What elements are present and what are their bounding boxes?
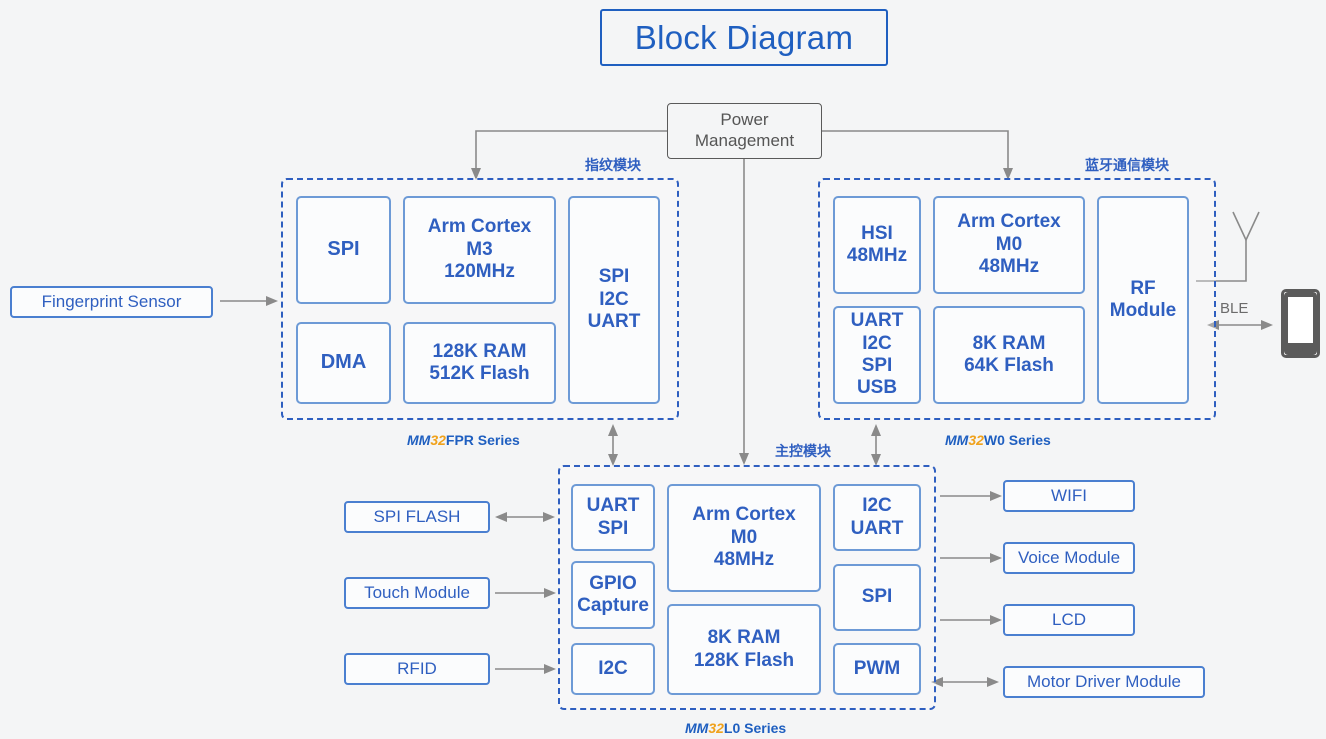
main-module-series-label: MM32L0 Series — [685, 720, 786, 736]
page-title: Block Diagram — [600, 9, 888, 66]
peripheral-rfid[interactable]: RFID — [344, 653, 490, 685]
bt-block-arm-cortex-m0: Arm Cortex M0 48MHz — [933, 196, 1085, 294]
bluetooth-module-group-label: 蓝牙通信模块 — [1085, 157, 1169, 173]
main-module-group-label: 主控模块 — [775, 443, 831, 459]
peripheral-motor-driver-module[interactable]: Motor Driver Module — [1003, 666, 1205, 698]
bt-block-ram-flash: 8K RAM 64K Flash — [933, 306, 1085, 404]
main-block-pwm: PWM — [833, 643, 921, 695]
peripheral-voice-module[interactable]: Voice Module — [1003, 542, 1135, 574]
bluetooth-module-series-label: MM32W0 Series — [945, 432, 1051, 448]
series-suffix: L0 Series — [723, 720, 787, 736]
fingerprint-module-group-label: 指纹模块 — [585, 157, 641, 173]
series-number: 32 — [430, 432, 446, 448]
fp-block-ram-flash: 128K RAM 512K Flash — [403, 322, 556, 404]
series-prefix: MM — [407, 432, 431, 448]
peripheral-wifi[interactable]: WIFI — [1003, 480, 1135, 512]
peripheral-lcd[interactable]: LCD — [1003, 604, 1135, 636]
series-prefix: MM — [685, 720, 709, 736]
antenna-icon — [1225, 205, 1270, 250]
ble-label: BLE — [1220, 300, 1249, 317]
series-suffix: FPR Series — [445, 432, 520, 448]
bt-block-hsi: HSI 48MHz — [833, 196, 921, 294]
peripheral-touch-module[interactable]: Touch Module — [344, 577, 490, 609]
main-block-i2c-uart: I2C UART — [833, 484, 921, 551]
power-management-label-line1: Power — [720, 110, 769, 130]
series-suffix: W0 Series — [983, 432, 1051, 448]
main-block-ram-flash: 8K RAM 128K Flash — [667, 604, 821, 695]
bt-block-uart-i2c-spi-usb: UART I2C SPI USB — [833, 306, 921, 404]
series-prefix: MM — [945, 432, 969, 448]
fingerprint-sensor-box[interactable]: Fingerprint Sensor — [10, 286, 213, 318]
series-number: 32 — [708, 720, 724, 736]
main-block-uart-spi: UART SPI — [571, 484, 655, 551]
main-block-gpio-capture: GPIO Capture — [571, 561, 655, 629]
fingerprint-module-series-label: MM32FPR Series — [407, 432, 520, 448]
main-block-spi: SPI — [833, 564, 921, 631]
fp-block-spi: SPI — [296, 196, 391, 304]
smartphone-icon — [1281, 289, 1320, 358]
power-management-label-line2: Management — [694, 131, 795, 150]
main-block-i2c: I2C — [571, 643, 655, 695]
fp-block-arm-cortex-m3: Arm Cortex M3 120MHz — [403, 196, 556, 304]
series-number: 32 — [968, 432, 984, 448]
power-management-block: Power Management — [667, 103, 822, 159]
peripheral-spi-flash[interactable]: SPI FLASH — [344, 501, 490, 533]
fp-block-spi-i2c-uart: SPI I2C UART — [568, 196, 660, 404]
bt-block-rf-module: RF Module — [1097, 196, 1189, 404]
main-block-arm-cortex-m0: Arm Cortex M0 48MHz — [667, 484, 821, 592]
fp-block-dma: DMA — [296, 322, 391, 404]
